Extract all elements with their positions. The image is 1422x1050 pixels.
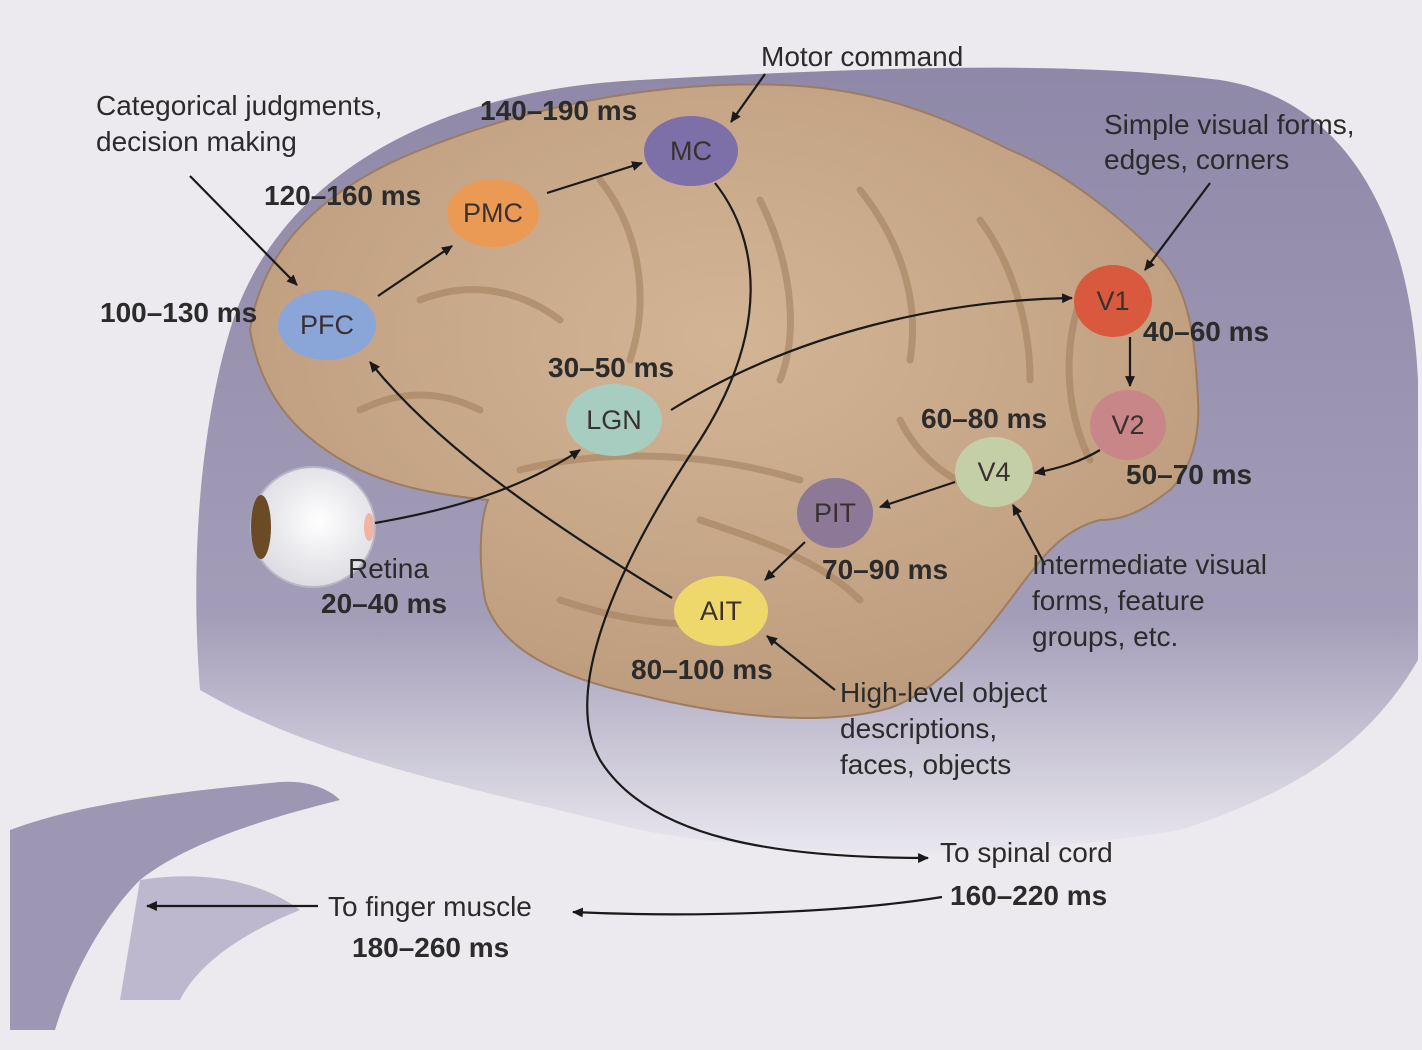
node-pit: PIT [797,478,873,548]
timing-v4: 60–80 ms [921,403,1047,434]
intermediate-label-line3: groups, etc. [1032,621,1178,652]
categorical-label-line2: decision making [96,126,297,157]
retina-spot [364,513,374,541]
node-v2-label: V2 [1111,410,1144,440]
node-v4-label: V4 [977,457,1010,487]
node-pmc: PMC [447,179,539,247]
timing-v1: 40–60 ms [1143,316,1269,347]
node-pmc-label: PMC [463,198,523,228]
retina-label: Retina [348,553,429,584]
timing-finger: 180–260 ms [352,932,509,963]
timing-v2: 50–70 ms [1126,459,1252,490]
timing-retina: 20–40 ms [321,588,447,619]
simple-forms-label-line2: edges, corners [1104,144,1289,175]
intermediate-label-line2: forms, feature [1032,585,1205,616]
timing-pmc: 120–160 ms [264,180,421,211]
node-v4: V4 [955,437,1033,507]
timing-mc: 140–190 ms [480,95,637,126]
motor-command-label: Motor command [761,41,963,72]
categorical-label-line1: Categorical judgments, [96,90,382,121]
node-pfc: PFC [278,290,376,360]
node-v1: V1 [1074,265,1152,337]
high-level-label-line3: faces, objects [840,749,1011,780]
node-lgn-label: LGN [586,405,642,435]
intermediate-label-line1: Intermediate visual [1032,549,1267,580]
simple-forms-label-line1: Simple visual forms, [1104,109,1355,140]
timing-spinal: 160–220 ms [950,880,1107,911]
node-mc-label: MC [670,136,712,166]
timing-pfc: 100–130 ms [100,297,257,328]
timing-lgn: 30–50 ms [548,352,674,383]
node-ait-label: AIT [700,596,742,626]
node-v2: V2 [1090,390,1166,460]
finger-muscle-label: To finger muscle [328,891,532,922]
node-mc: MC [644,116,738,186]
node-v1-label: V1 [1096,286,1129,316]
node-lgn: LGN [566,384,662,456]
node-pfc-label: PFC [300,310,354,340]
iris [251,495,271,559]
spinal-cord-label: To spinal cord [940,837,1113,868]
node-pit-label: PIT [814,498,856,528]
timing-pit: 70–90 ms [822,554,948,585]
high-level-label-line2: descriptions, [840,713,997,744]
high-level-label-line1: High-level object [840,677,1047,708]
timing-ait: 80–100 ms [631,654,773,685]
node-ait: AIT [674,576,768,646]
